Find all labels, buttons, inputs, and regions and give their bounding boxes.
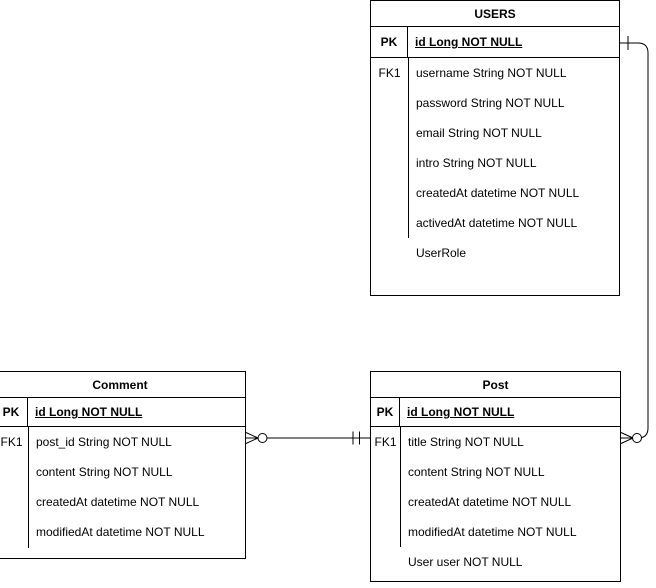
attribute-text: content String NOT NULL [408, 465, 545, 479]
crows-foot-many-icon [620, 432, 634, 444]
primary-key-row: PK id Long NOT NULL [371, 398, 620, 427]
relationship-post-comment [245, 431, 370, 445]
attribute-row: createdAt datetime NOT NULL [371, 178, 619, 208]
attribute-row: activedAt datetime NOT NULL [371, 208, 619, 238]
attribute-row: createdAt datetime NOT NULL [0, 487, 245, 517]
zero-circle-icon [632, 433, 642, 443]
attribute-text: createdAt datetime NOT NULL [408, 495, 572, 509]
entity-table-users: USERS PK id Long NOT NULL FK1 username S… [370, 0, 620, 296]
key-badge: FK1 [0, 435, 23, 449]
attribute-row: modifiedAt datetime NOT NULL [371, 517, 620, 547]
primary-key-row: PK id Long NOT NULL [371, 27, 619, 58]
one-and-only-one-ticks-icon [352, 431, 360, 445]
attribute-list: FK1 post_id String NOT NULL content Stri… [0, 427, 245, 548]
attribute-row: email String NOT NULL [371, 118, 619, 148]
zero-circle-icon [257, 433, 268, 443]
attribute-text: activedAt datetime NOT NULL [416, 216, 578, 230]
table-title: USERS [371, 1, 619, 27]
attribute-text: title String NOT NULL [408, 435, 524, 449]
key-badge: PK [0, 398, 28, 426]
key-badge: FK1 [378, 66, 401, 80]
key-badge: FK1 [374, 435, 397, 449]
attribute-text: User user NOT NULL [408, 555, 523, 569]
attribute-list: FK1 username String NOT NULL password St… [371, 58, 619, 268]
key-badge: PK [371, 398, 400, 426]
attribute-text: post_id String NOT NULL [36, 435, 172, 449]
attribute-text: modifiedAt datetime NOT NULL [408, 525, 577, 539]
table-title: Post [371, 372, 620, 398]
attribute-text: password String NOT NULL [416, 96, 565, 110]
attribute-text: email String NOT NULL [416, 126, 542, 140]
primary-key-attribute: id Long NOT NULL [415, 35, 523, 49]
primary-key-attribute: id Long NOT NULL [407, 405, 515, 419]
attribute-row: FK1 username String NOT NULL [371, 58, 619, 88]
primary-key-row: PK id Long NOT NULL [0, 398, 245, 427]
attribute-row: intro String NOT NULL [371, 148, 619, 178]
attribute-row: createdAt datetime NOT NULL [371, 487, 620, 517]
attribute-row: UserRole [371, 238, 619, 268]
attribute-row: modifiedAt datetime NOT NULL [0, 517, 245, 547]
relationship-line [620, 42, 649, 439]
attribute-text: content String NOT NULL [36, 465, 173, 479]
attribute-text: createdAt datetime NOT NULL [416, 186, 580, 200]
attribute-list: FK1 title String NOT NULL content String… [371, 427, 620, 577]
attribute-text: UserRole [416, 246, 467, 260]
attribute-text: createdAt datetime NOT NULL [36, 495, 200, 509]
table-title: Comment [0, 372, 245, 398]
crows-foot-many-icon [245, 432, 259, 444]
attribute-row: FK1 post_id String NOT NULL [0, 427, 245, 457]
attribute-row: FK1 title String NOT NULL [371, 427, 620, 457]
key-column-divider [28, 427, 29, 548]
attribute-row: content String NOT NULL [371, 457, 620, 487]
attribute-row: password String NOT NULL [371, 88, 619, 118]
entity-table-comment: Comment PK id Long NOT NULL FK1 post_id … [0, 371, 246, 559]
relationship-users-post [620, 36, 649, 444]
attribute-text: username String NOT NULL [416, 66, 567, 80]
attribute-text: modifiedAt datetime NOT NULL [36, 525, 205, 539]
key-column-divider [408, 58, 409, 238]
primary-key-attribute: id Long NOT NULL [35, 405, 143, 419]
attribute-row: content String NOT NULL [0, 457, 245, 487]
key-column-divider [400, 427, 401, 547]
attribute-text: intro String NOT NULL [416, 156, 537, 170]
attribute-row: User user NOT NULL [371, 547, 620, 577]
key-badge: PK [371, 27, 408, 57]
entity-table-post: Post PK id Long NOT NULL FK1 title Strin… [370, 371, 621, 582]
